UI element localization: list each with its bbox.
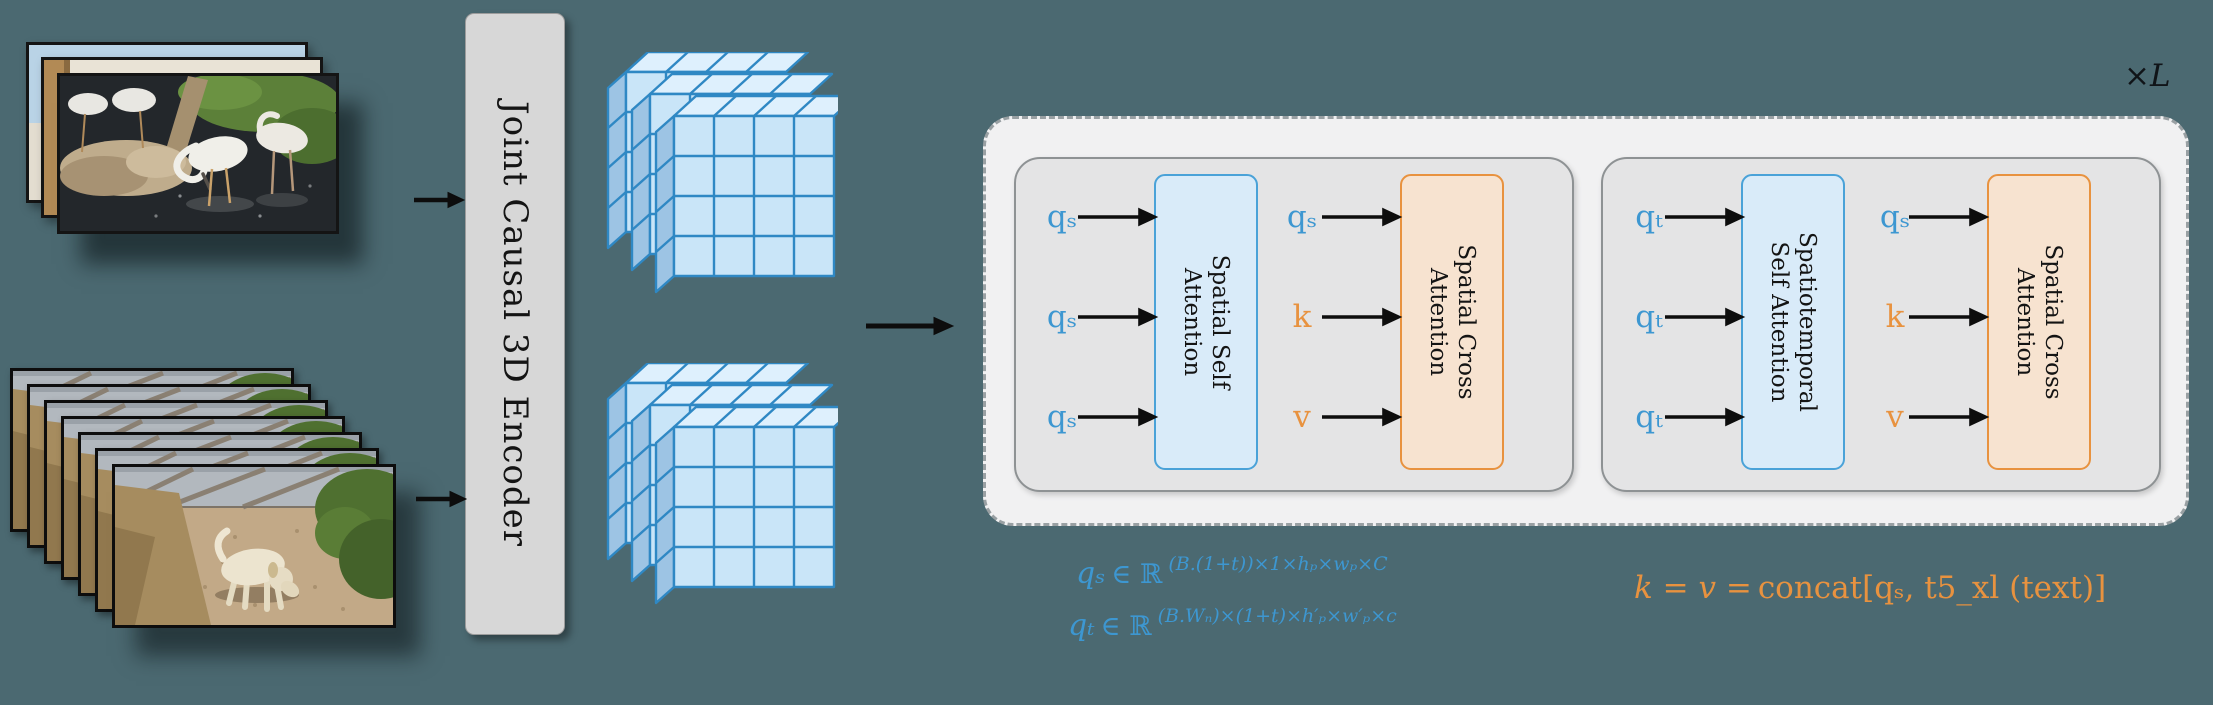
latent-cubes-bottom <box>606 363 838 605</box>
kv-definition-formula: k = v = concat[ qₛ, t5_xl (text)] <box>1634 570 2107 606</box>
layer-repeat-label: ×L <box>2124 58 2171 94</box>
stacked-photo-front <box>57 73 339 234</box>
qs-label: qₛ <box>1046 199 1078 235</box>
arrow-latents-to-transformer <box>866 316 955 336</box>
qt-label: qₜ <box>1635 399 1663 435</box>
spatiotemporal-self-attention-label: Spatiotemporal Self Attention <box>1766 232 1821 412</box>
qs-label: qₛ <box>1046 399 1078 435</box>
encoder-label: Joint Causal 3D Encoder <box>495 101 535 547</box>
flamingo-photo <box>60 76 336 231</box>
arrow-frames-to-encoder <box>416 490 468 508</box>
k-label: k <box>1885 299 1905 335</box>
spatial-attention-block: Spatial Self Attention Spatial Cross Att… <box>1014 157 1574 492</box>
spatial-cross-attention-box-2: Spatial Cross Attention <box>1987 174 2091 470</box>
latent-cubes-top <box>606 52 838 294</box>
arrow-images-to-encoder <box>414 191 466 209</box>
qt-label: qₜ <box>1635 299 1663 335</box>
qs-label: qₛ <box>1046 299 1078 335</box>
spatial-cross-attention-label-2: Spatial Cross Attention <box>2012 244 2067 400</box>
spatial-self-attention-label: Spatial Self Attention <box>1179 254 1234 390</box>
qt-shape-formula: qₜ ∈ ℝ (B.Wₙ)×(1+t)×h′ₚ×w′ₚ×c <box>1068 605 1397 643</box>
qs-label: qₛ <box>1879 199 1911 235</box>
spatiotemporal-self-attention-box: Spatiotemporal Self Attention <box>1741 174 1845 470</box>
v-label: v <box>1293 399 1311 435</box>
v-label: v <box>1886 399 1904 435</box>
qs-label: qₛ <box>1286 199 1318 235</box>
transformer-layer-panel: Spatial Self Attention Spatial Cross Att… <box>983 116 2189 526</box>
k-label: k <box>1292 299 1312 335</box>
spatial-cross-attention-box: Spatial Cross Attention <box>1400 174 1504 470</box>
qt-label: qₜ <box>1635 199 1663 235</box>
spatiotemporal-attention-block: Spatiotemporal Self Attention Spatial Cr… <box>1601 157 2161 492</box>
spatial-self-attention-box: Spatial Self Attention <box>1154 174 1258 470</box>
spatial-cross-attention-label: Spatial Cross Attention <box>1425 244 1480 400</box>
joint-causal-3d-encoder-box: Joint Causal 3D Encoder <box>465 13 565 635</box>
video-frame-front <box>112 464 396 628</box>
qs-shape-formula: qₛ ∈ ℝ (B.(1+t))×1×hₚ×wₚ×C <box>1076 553 1388 591</box>
